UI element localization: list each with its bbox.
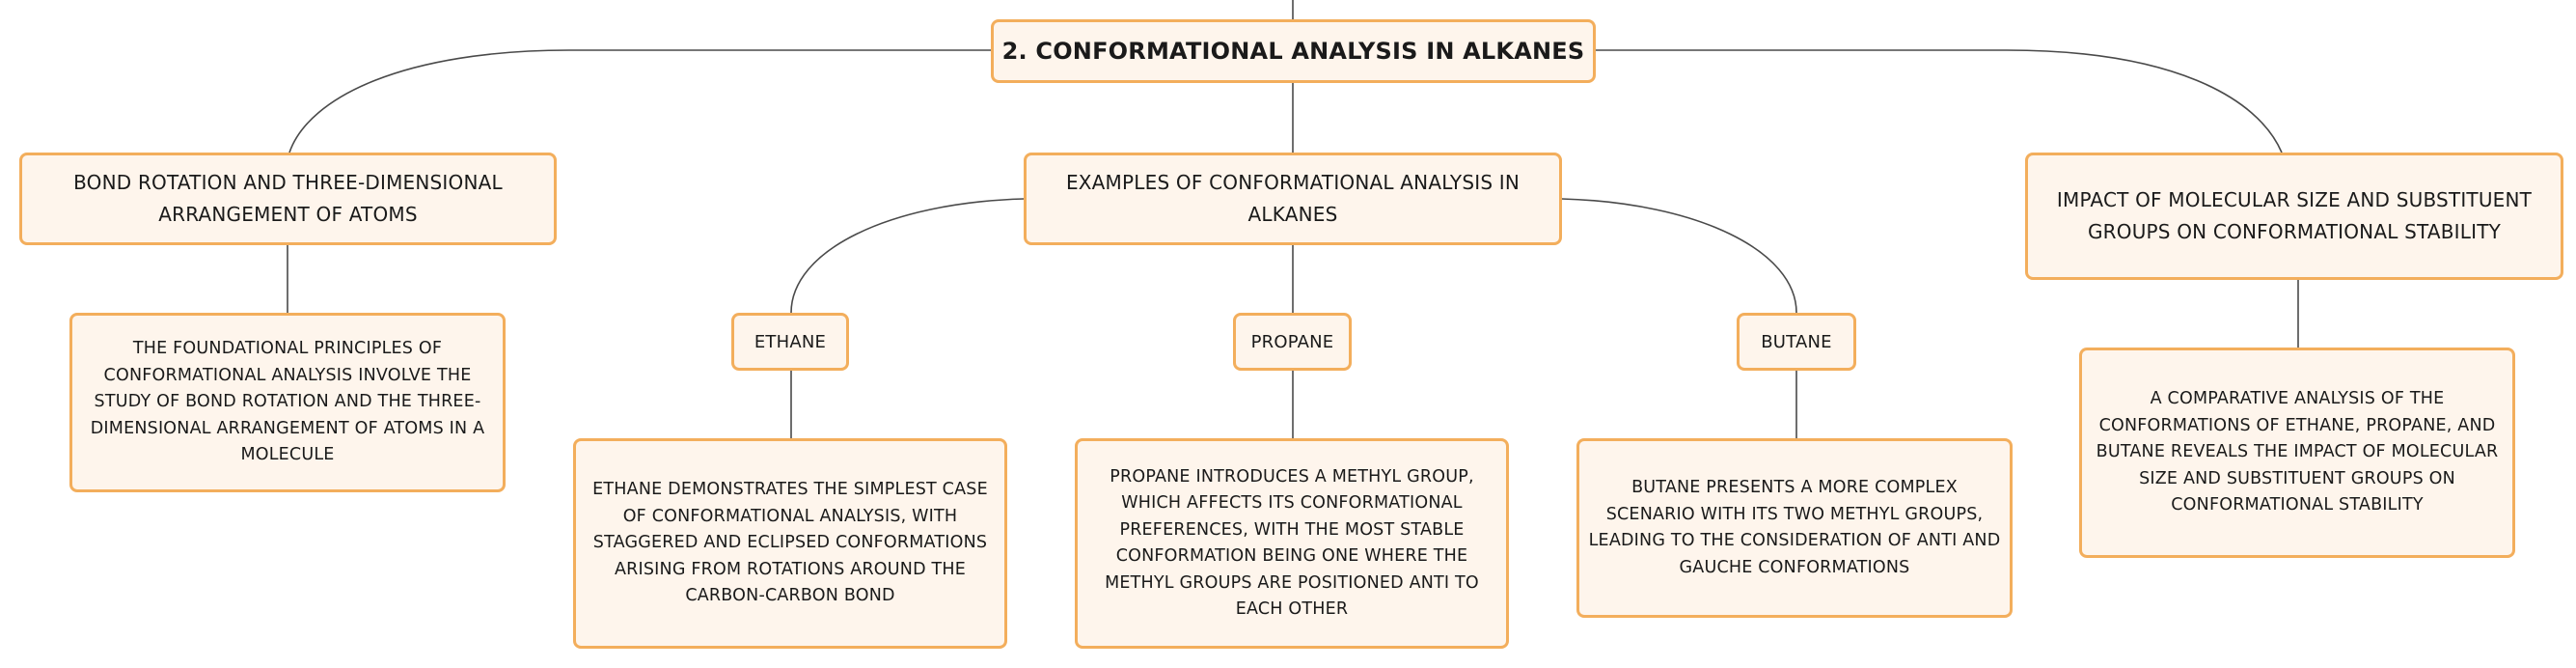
root-topic-label: 2. CONFORMATIONAL ANALYSIS IN ALKANES xyxy=(1001,38,1585,65)
topic-impact[interactable]: IMPACT OF MOLECULAR SIZE AND SUBSTITUENT… xyxy=(2025,153,2563,280)
connector-examples-ethane xyxy=(790,198,1025,314)
topic-bond-rotation[interactable]: BOND ROTATION AND THREE-DIMENSIONAL ARRA… xyxy=(19,153,557,245)
detail-bond-rotation-text: THE FOUNDATIONAL PRINCIPLES OF CONFORMAT… xyxy=(90,339,485,465)
subtopic-ethane-label: ETHANE xyxy=(754,331,827,352)
subtopic-propane-label: PROPANE xyxy=(1250,331,1334,352)
root-topic-node[interactable]: 2. CONFORMATIONAL ANALYSIS IN ALKANES xyxy=(991,19,1596,83)
detail-impact-text: A COMPARATIVE ANALYSIS OF THE CONFORMATI… xyxy=(2096,389,2499,515)
topic-bond-rotation-label: BOND ROTATION AND THREE-DIMENSIONAL ARRA… xyxy=(73,171,503,226)
detail-butane[interactable]: BUTANE PRESENTS A MORE COMPLEX SCENARIO … xyxy=(1576,438,2013,618)
topic-impact-label: IMPACT OF MOLECULAR SIZE AND SUBSTITUENT… xyxy=(2056,188,2533,243)
subtopic-propane[interactable]: PROPANE xyxy=(1233,313,1352,371)
topic-examples-label: EXAMPLES OF CONFORMATIONAL ANALYSIS IN A… xyxy=(1065,171,1521,226)
detail-butane-text: BUTANE PRESENTS A MORE COMPLEX SCENARIO … xyxy=(1588,478,2001,577)
subtopic-butane[interactable]: BUTANE xyxy=(1737,313,1856,371)
detail-bond-rotation[interactable]: THE FOUNDATIONAL PRINCIPLES OF CONFORMAT… xyxy=(69,313,506,492)
detail-propane-text: PROPANE INTRODUCES A METHYL GROUP, WHICH… xyxy=(1105,466,1479,620)
detail-ethane-text: ETHANE DEMONSTRATES THE SIMPLEST CASE OF… xyxy=(592,480,988,606)
detail-ethane[interactable]: ETHANE DEMONSTRATES THE SIMPLEST CASE OF… xyxy=(573,438,1007,649)
subtopic-butane-label: BUTANE xyxy=(1761,331,1832,352)
subtopic-ethane[interactable]: ETHANE xyxy=(731,313,849,371)
detail-propane[interactable]: PROPANE INTRODUCES A METHYL GROUP, WHICH… xyxy=(1075,438,1509,649)
connector-root-bond-rotation xyxy=(288,49,991,153)
detail-impact[interactable]: A COMPARATIVE ANALYSIS OF THE CONFORMATI… xyxy=(2079,348,2515,558)
connector-examples-butane xyxy=(1561,198,1797,314)
connector-root-impact xyxy=(1596,49,2283,153)
topic-examples[interactable]: EXAMPLES OF CONFORMATIONAL ANALYSIS IN A… xyxy=(1024,153,1562,245)
